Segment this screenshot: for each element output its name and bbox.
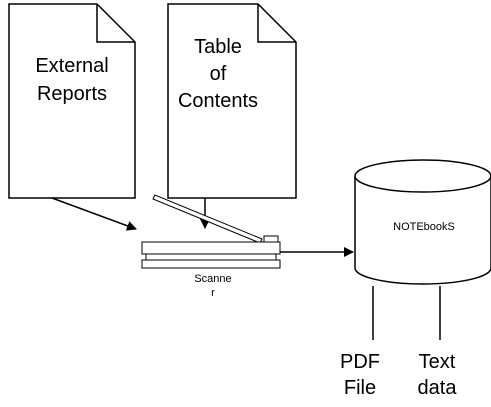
- database-body: [354, 176, 491, 285]
- document-table-of-contents-line-3: Contents: [178, 90, 258, 112]
- document-table-of-contents-line-1: Table: [194, 36, 242, 58]
- pdf-file-label-line-2: File: [344, 377, 376, 399]
- document-external-reports-line-1: External: [35, 55, 108, 77]
- scanner-label-line-2: r: [211, 287, 215, 299]
- scanner-top: [141, 241, 281, 255]
- document-table-of-contents-line-2: of: [210, 63, 227, 85]
- arrow-reports-to-scanner: [51, 197, 137, 231]
- document-table-of-contents-fold: [257, 4, 296, 43]
- document-external-reports-shape: [8, 3, 136, 199]
- database-top: [354, 159, 491, 193]
- notebooks-database-icon: [354, 159, 491, 285]
- text-data-label-line-2: data: [418, 377, 458, 399]
- scanner-button: [263, 235, 279, 243]
- scanner-base: [141, 259, 281, 269]
- notebooks-label: NOTEbookS: [393, 221, 455, 233]
- scanner-label-line-1: Scanne: [194, 273, 231, 285]
- document-table-of-contents-shape: [167, 3, 297, 199]
- document-external-reports: External Reports: [8, 3, 136, 199]
- text-data-label-line-1: Text: [419, 351, 456, 373]
- document-external-reports-fold: [96, 4, 135, 43]
- scanner-icon: [141, 194, 281, 269]
- scanner-glass: [145, 253, 277, 261]
- document-table-of-contents: Table of Contents: [167, 3, 297, 199]
- pdf-file-label-line-1: PDF: [340, 351, 380, 373]
- document-external-reports-line-2: Reports: [37, 83, 107, 105]
- scanner-lid: [152, 194, 263, 244]
